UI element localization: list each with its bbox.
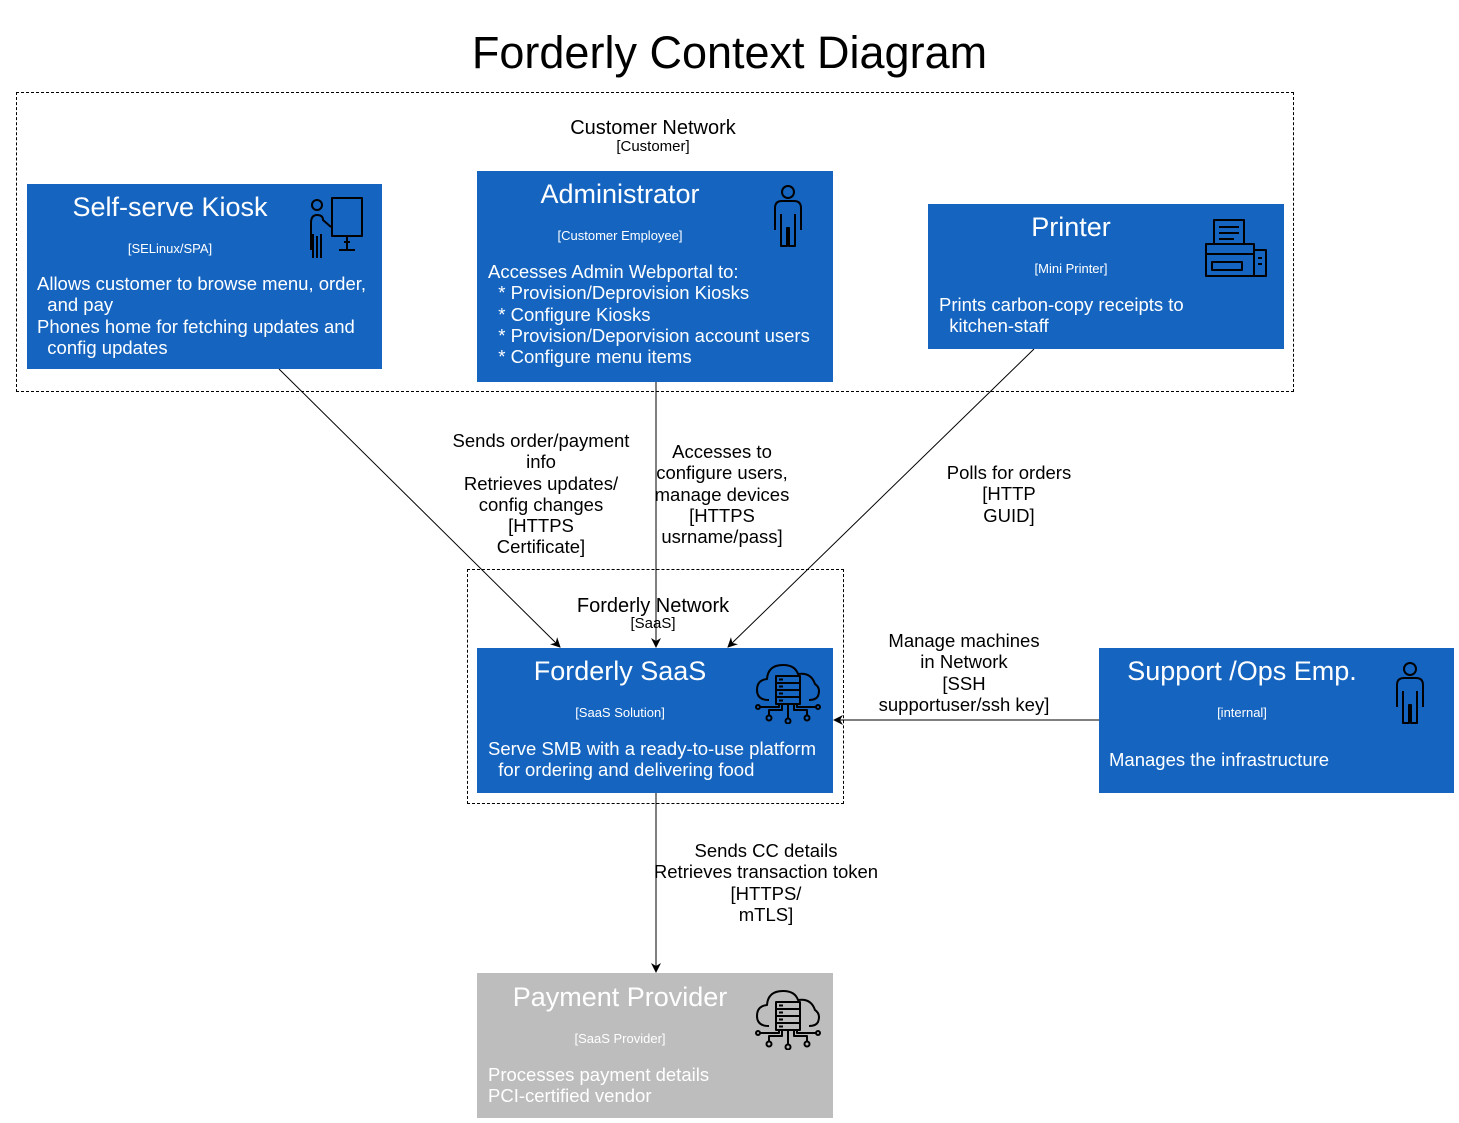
forderly-saas-node[interactable]: Forderly SaaS [SaaS Solution] Serve SMB … <box>477 648 833 793</box>
forderly-network-label: Forderly Network <box>576 595 730 617</box>
node-name: Administrator <box>540 179 700 209</box>
node-name: Self-serve Kiosk <box>72 192 268 222</box>
node-name: Support /Ops Emp. <box>1127 656 1357 686</box>
support-ops-node[interactable]: Support /Ops Emp. [internal] Manages the… <box>1099 648 1454 793</box>
node-description: Serve SMB with a ready-to-use platform f… <box>488 738 816 781</box>
node-name: Printer <box>1031 212 1111 242</box>
edge-label-printer-saas: Polls for orders [HTTP GUID] <box>946 462 1072 526</box>
printer-node[interactable]: Printer [Mini Printer] Prints carbon-cop… <box>928 204 1284 349</box>
customer-network-boundary <box>16 92 1294 392</box>
edge-kiosk-saas <box>278 368 561 648</box>
node-type: [internal] <box>1217 705 1267 720</box>
node-description: Processes payment details PCI-certified … <box>488 1064 710 1107</box>
node-type: [SaaS Provider] <box>574 1031 666 1046</box>
printer-icon <box>1205 219 1267 277</box>
edge-label-admin-saas: Accesses to configure users, manage devi… <box>654 441 790 548</box>
node-type: [SaaS Solution] <box>575 705 665 720</box>
customer-network-type: [Customer] <box>616 138 690 155</box>
node-type: [Mini Printer] <box>1034 261 1108 276</box>
node-description: Allows customer to browse menu, order, a… <box>37 273 367 358</box>
diagram-title: Forderly Context Diagram <box>471 27 988 78</box>
node-type: [SELinux/SPA] <box>127 241 213 256</box>
cloud-server-icon <box>755 990 821 1050</box>
node-type: [Customer Employee] <box>557 228 683 243</box>
person-icon <box>774 185 802 247</box>
kiosk-node[interactable]: Self-serve Kiosk [SELinux/SPA] Allows cu… <box>27 184 382 369</box>
administrator-node[interactable]: Administrator [Customer Employee] Access… <box>477 171 833 382</box>
node-description: Accesses Admin Webportal to: * Provision… <box>488 261 810 368</box>
node-name: Forderly SaaS <box>533 656 707 686</box>
edge-label-support-saas: Manage machines in Network [SSH supportu… <box>878 630 1050 715</box>
customer-network-label: Customer Network <box>570 117 736 139</box>
person-icon <box>1396 662 1424 724</box>
edge-label-kiosk-saas: Sends order/payment info Retrieves updat… <box>452 430 630 558</box>
node-name: Payment Provider <box>512 982 728 1012</box>
node-description: Prints carbon-copy receipts to kitchen-s… <box>939 294 1184 337</box>
payment-provider-node[interactable]: Payment Provider [SaaS Provider] Process… <box>477 973 833 1118</box>
forderly-network-type: [SaaS] <box>630 615 676 632</box>
edge-label-saas-payment: Sends CC details Retrieves transaction t… <box>653 840 879 925</box>
edge-printer-saas <box>727 348 1035 648</box>
cloud-server-icon <box>755 664 821 724</box>
node-description: Manages the infrastructure <box>1109 749 1330 770</box>
kiosk-user-icon <box>310 197 363 258</box>
